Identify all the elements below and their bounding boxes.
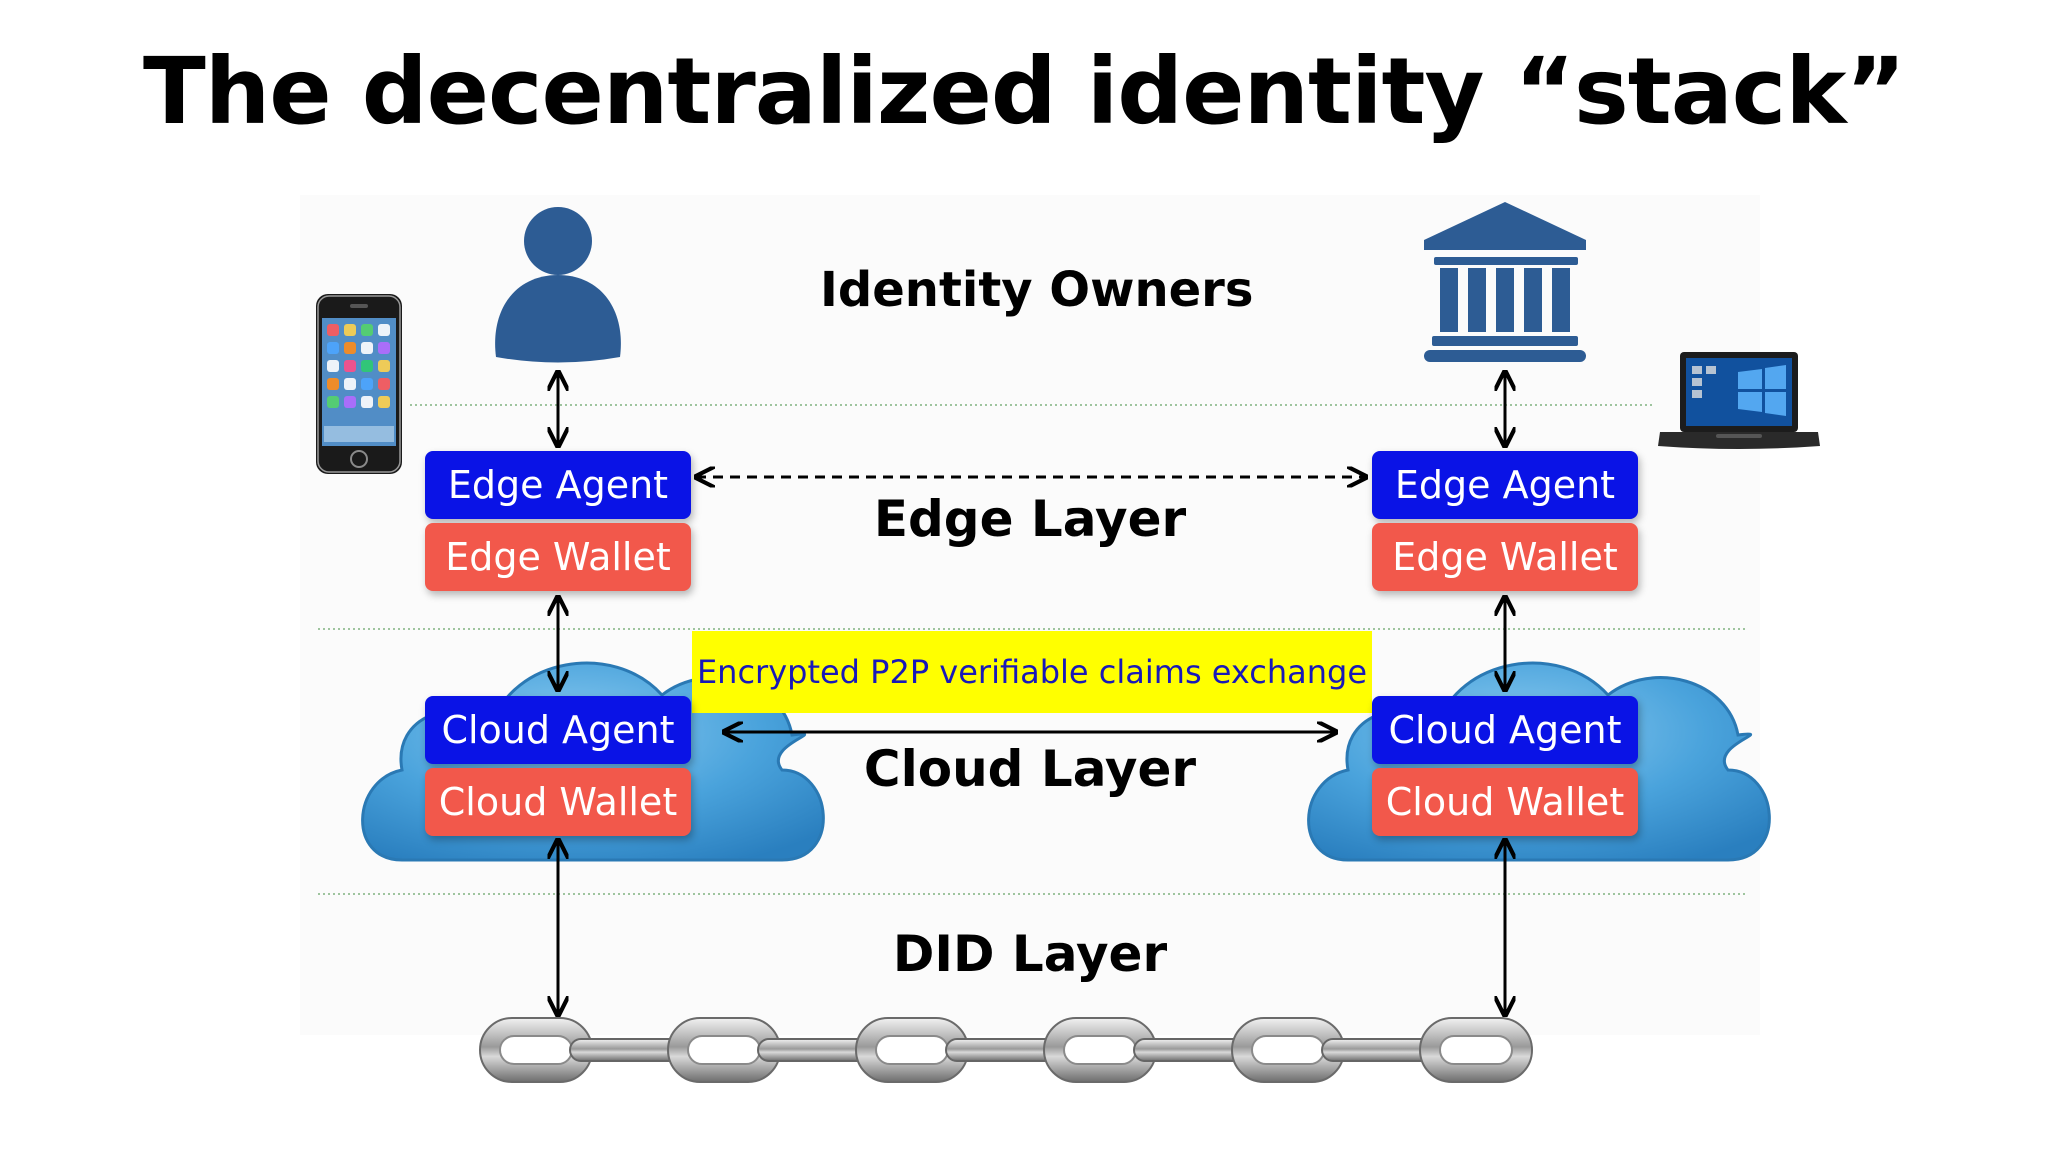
bank-icon	[1424, 202, 1586, 362]
smartphone-icon	[316, 294, 402, 474]
cloud-layer-label: Cloud Layer	[863, 740, 1197, 798]
page-title: The decentralized identity “stack”	[143, 38, 1906, 145]
right-edge-agent: Edge Agent	[1372, 451, 1638, 519]
chain-link-hole	[1439, 1035, 1513, 1065]
left-edge-wallet: Edge Wallet	[425, 523, 691, 591]
chain-link-hole	[1063, 1035, 1137, 1065]
person-icon	[495, 207, 621, 363]
laptop-icon	[1658, 352, 1820, 449]
left-edge-agent: Edge Agent	[425, 451, 691, 519]
right-cloud-wallet: Cloud Wallet	[1372, 768, 1638, 836]
left-cloud-agent: Cloud Agent	[425, 696, 691, 764]
claims-exchange-banner: Encrypted P2P verifiable claims exchange	[692, 631, 1372, 713]
right-edge-wallet: Edge Wallet	[1372, 523, 1638, 591]
identity-owners-label: Identity Owners	[820, 262, 1254, 318]
edge-layer-label: Edge Layer	[873, 490, 1187, 548]
chain-icon	[479, 1017, 1533, 1083]
left-cloud-wallet: Cloud Wallet	[425, 768, 691, 836]
right-cloud-agent: Cloud Agent	[1372, 696, 1638, 764]
chain-link-hole	[875, 1035, 949, 1065]
chain-link-hole	[499, 1035, 573, 1065]
did-layer-label: DID Layer	[892, 925, 1168, 983]
chain-link-hole	[1251, 1035, 1325, 1065]
chain-link-hole	[687, 1035, 761, 1065]
